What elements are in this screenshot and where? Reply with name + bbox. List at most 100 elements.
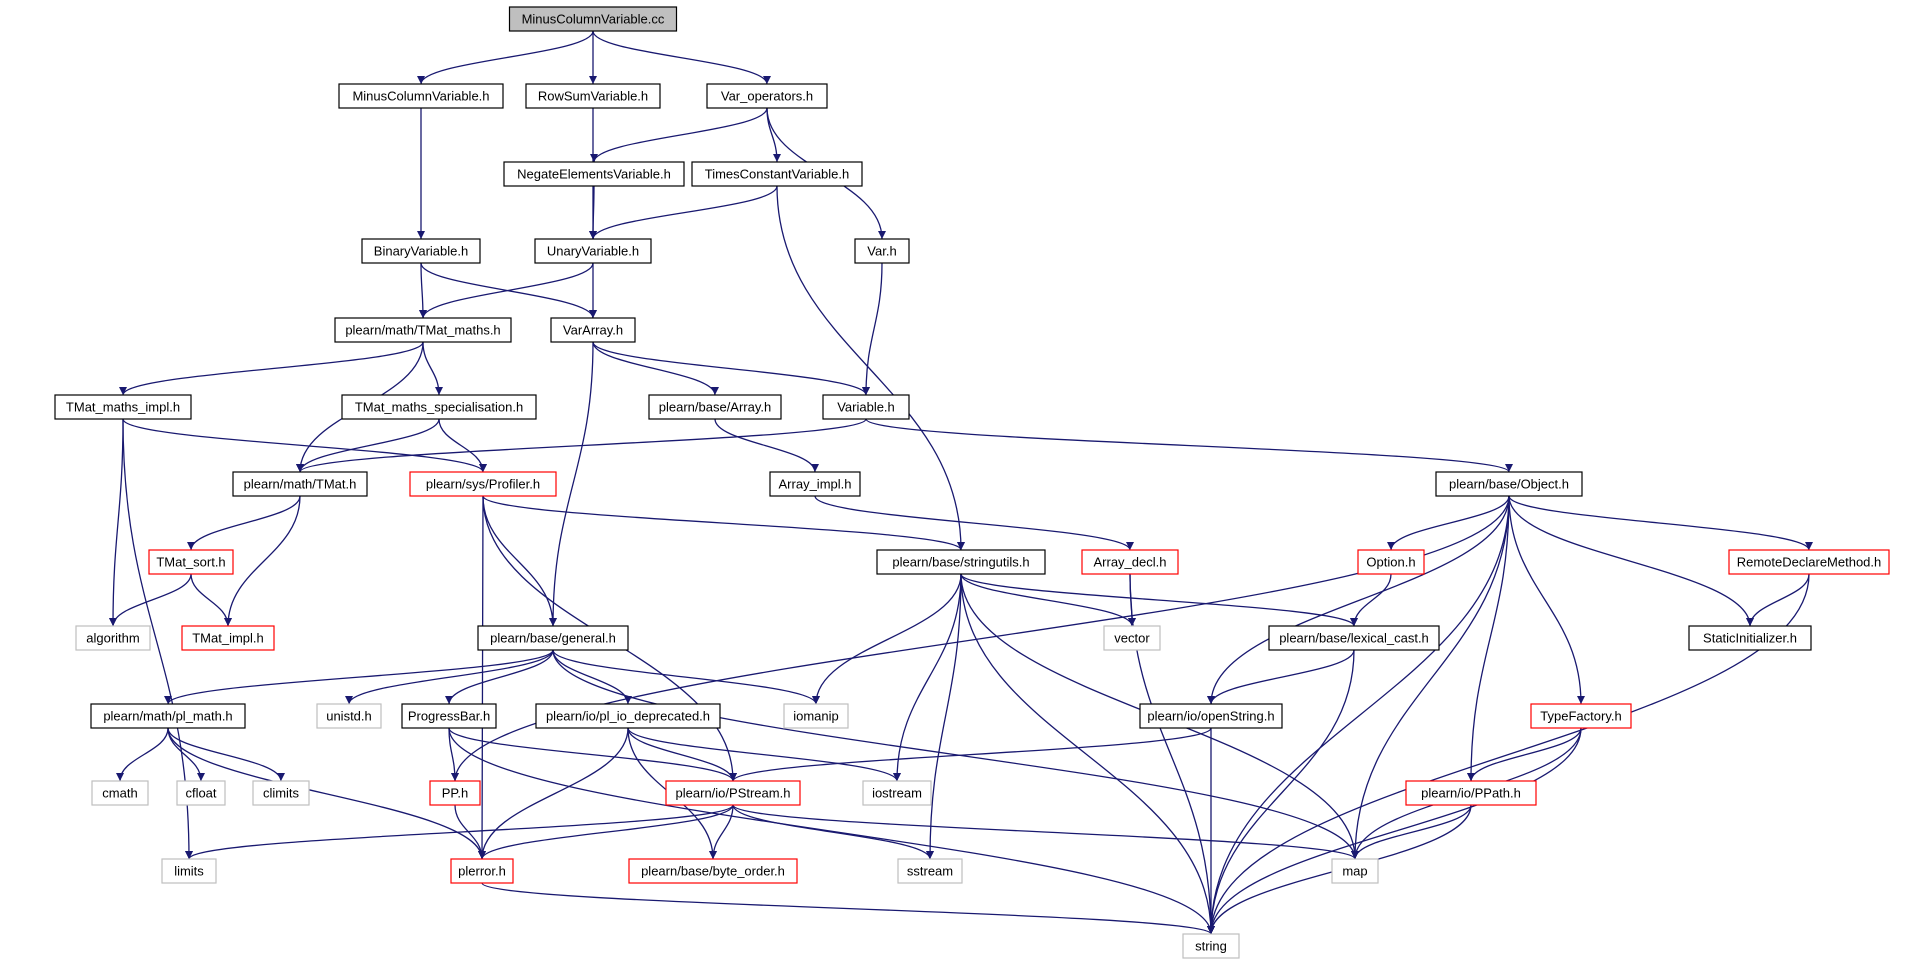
node-box-timesc [691, 161, 863, 187]
node-box-pliodep [535, 703, 721, 729]
edge-unary-to-tmatmaths [419, 262, 594, 319]
edge-root-to-varops [592, 30, 771, 85]
node-climits[interactable]: climits [252, 780, 310, 806]
node-basearray[interactable]: plearn/base/Array.h [648, 394, 782, 420]
node-rowsum[interactable]: RowSumVariable.h [525, 83, 661, 109]
edge-object-to-typefactory [1508, 495, 1585, 705]
node-label-plerror: plerror.h [458, 863, 506, 878]
edge-tmatsort-to-algorithm [109, 573, 192, 627]
node-label-binary: BinaryVariable.h [374, 243, 468, 258]
edge-object-to-string [1207, 495, 1510, 935]
node-box-sstream [897, 858, 963, 884]
node-tmatmaths[interactable]: plearn/math/TMat_maths.h [334, 317, 512, 343]
node-variable[interactable]: Variable.h [822, 394, 910, 420]
edge-stringutils-to-iostream [893, 573, 962, 782]
node-typefactory[interactable]: TypeFactory.h [1530, 703, 1632, 729]
node-box-lexical [1268, 625, 1440, 651]
edges-layer [109, 30, 1813, 935]
node-box-progress [401, 703, 497, 729]
edge-tmatmaths-to-tmatspec [422, 341, 443, 396]
node-box-remote [1728, 549, 1890, 575]
node-arrayimpl[interactable]: Array_impl.h [769, 471, 861, 497]
node-cfloat[interactable]: cfloat [176, 780, 226, 806]
node-tmatspec[interactable]: TMat_maths_specialisation.h [341, 394, 537, 420]
node-static[interactable]: StaticInitializer.h [1688, 625, 1812, 651]
node-box-cmath [91, 780, 149, 806]
edge-object-to-map [1351, 495, 1510, 860]
edge-pliodep-to-plerror [478, 727, 629, 860]
node-unistd[interactable]: unistd.h [316, 703, 382, 729]
node-vararray[interactable]: VarArray.h [550, 317, 636, 343]
node-byteorder[interactable]: plearn/base/byte_order.h [628, 858, 798, 884]
node-timesc[interactable]: TimesConstantVariable.h [691, 161, 863, 187]
node-box-tmatsort [148, 549, 234, 575]
node-box-string [1182, 933, 1240, 959]
node-algorithm[interactable]: algorithm [75, 625, 151, 651]
node-iomanip[interactable]: iomanip [783, 703, 849, 729]
node-box-ppath [1405, 780, 1537, 806]
edge-pstream-to-sstream [732, 804, 934, 860]
node-pp[interactable]: PP.h [429, 780, 481, 806]
node-box-general [477, 625, 629, 651]
edge-tmatspec-to-profiler [438, 418, 487, 473]
node-lexical[interactable]: plearn/base/lexical_cast.h [1268, 625, 1440, 651]
node-label-unary: UnaryVariable.h [547, 243, 639, 258]
node-general[interactable]: plearn/base/general.h [477, 625, 629, 651]
node-pstream[interactable]: plearn/io/PStream.h [665, 780, 801, 806]
edge-plmath-to-climits [167, 727, 285, 782]
edge-object-to-remote [1508, 495, 1813, 551]
node-label-timesc: TimesConstantVariable.h [705, 166, 850, 181]
node-box-byteorder [628, 858, 798, 884]
node-tmatimpl[interactable]: TMat_impl.h [181, 625, 275, 651]
node-box-vararray [550, 317, 636, 343]
node-box-typefactory [1530, 703, 1632, 729]
node-sstream[interactable]: sstream [897, 858, 963, 884]
edge-object-to-static [1508, 495, 1754, 627]
edge-stringutils-to-string [960, 573, 1215, 935]
node-tmatimpl_m[interactable]: TMat_maths_impl.h [54, 394, 192, 420]
node-iostream[interactable]: iostream [862, 780, 932, 806]
node-label-varops: Var_operators.h [721, 88, 813, 103]
node-label-byteorder: plearn/base/byte_order.h [641, 863, 785, 878]
node-tmatsort[interactable]: TMat_sort.h [148, 549, 234, 575]
edge-tmat-to-tmatimpl [224, 495, 301, 627]
node-var_h[interactable]: Var.h [854, 238, 910, 264]
node-label-climits: climits [263, 785, 300, 800]
edge-variable-to-object [865, 418, 1513, 473]
node-vector[interactable]: vector [1103, 625, 1161, 651]
node-plmath[interactable]: plearn/math/pl_math.h [90, 703, 246, 729]
edge-pliodep-to-iostream [627, 727, 901, 782]
node-remote[interactable]: RemoteDeclareMethod.h [1728, 549, 1890, 575]
node-object[interactable]: plearn/base/Object.h [1435, 471, 1583, 497]
node-box-pp [429, 780, 481, 806]
edge-varops-to-negate [590, 107, 768, 163]
node-box-varops [706, 83, 828, 109]
node-openstring[interactable]: plearn/io/openString.h [1139, 703, 1283, 729]
node-label-object: plearn/base/Object.h [1449, 476, 1569, 491]
node-profiler[interactable]: plearn/sys/Profiler.h [409, 471, 557, 497]
node-varops[interactable]: Var_operators.h [706, 83, 828, 109]
node-label-string: string [1195, 938, 1227, 953]
edge-basearray-to-arrayimpl [714, 418, 819, 473]
node-box-algorithm [75, 625, 151, 651]
node-limits[interactable]: limits [161, 858, 217, 884]
node-arraydecl[interactable]: Array_decl.h [1081, 549, 1179, 575]
node-binary[interactable]: BinaryVariable.h [361, 238, 481, 264]
node-unary[interactable]: UnaryVariable.h [534, 238, 652, 264]
node-box-limits [161, 858, 217, 884]
node-string[interactable]: string [1182, 933, 1240, 959]
node-pliodep[interactable]: plearn/io/pl_io_deprecated.h [535, 703, 721, 729]
node-box-tmatimpl_m [54, 394, 192, 420]
node-map[interactable]: map [1331, 858, 1379, 884]
node-mcv_h[interactable]: MinusColumnVariable.h [338, 83, 504, 109]
node-option[interactable]: Option.h [1357, 549, 1425, 575]
node-cmath[interactable]: cmath [91, 780, 149, 806]
node-tmat[interactable]: plearn/math/TMat.h [232, 471, 368, 497]
node-label-negate: NegateElementsVariable.h [517, 166, 671, 181]
edge-tmatimpl_m-to-algorithm [109, 418, 124, 627]
node-progress[interactable]: ProgressBar.h [401, 703, 497, 729]
node-negate[interactable]: NegateElementsVariable.h [503, 161, 685, 187]
node-ppath[interactable]: plearn/io/PPath.h [1405, 780, 1537, 806]
node-plerror[interactable]: plerror.h [450, 858, 514, 884]
node-stringutils[interactable]: plearn/base/stringutils.h [876, 549, 1046, 575]
